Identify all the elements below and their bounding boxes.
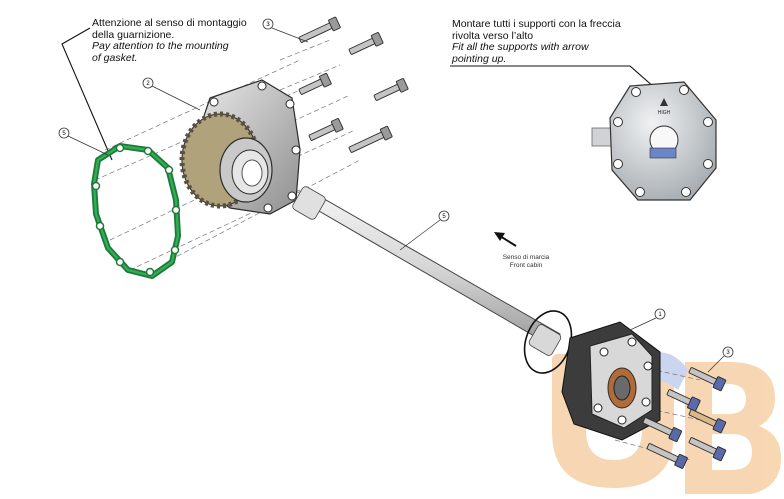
spline-right: [528, 324, 562, 356]
supports-note-it-line1: Montare tutti i supporti con la freccia: [452, 18, 621, 30]
bolt: [666, 389, 701, 412]
gasket-mounting-note: Attenzione al senso di montaggio della g…: [92, 17, 247, 64]
supports-mounting-note: Montare tutti i supporti con la freccia …: [452, 18, 621, 65]
bolts-bottom-group: [642, 367, 727, 469]
bolt: [348, 125, 393, 153]
callout-3-top: 3: [262, 18, 309, 43]
callout-2: 2: [142, 77, 201, 111]
bolt: [373, 78, 409, 101]
bolt: [688, 437, 727, 462]
gasket-note-en-line2: of gasket.: [92, 51, 138, 64]
direction-label: Senso di marcia Front cabin: [496, 254, 556, 270]
bolts-top-group: [298, 16, 409, 153]
flange-pump-part-1: [561, 321, 661, 441]
spline-left: [292, 186, 326, 220]
direction-arrow-icon: [494, 232, 517, 247]
bolt: [308, 118, 344, 141]
gasket-note-leader: [61, 27, 113, 161]
callout-1: 1: [629, 308, 666, 331]
gasket-note-en-line1: Pay attention to the mounting: [92, 40, 229, 52]
callout-4: 5: [58, 127, 109, 156]
bolt: [688, 409, 727, 434]
direction-label-it: Senso di marcia: [502, 254, 550, 261]
supports-note-leader: [450, 65, 656, 89]
gear-housing-part-2: [179, 79, 301, 215]
bolt: [298, 16, 341, 43]
support-detail-view: HIGH: [591, 81, 717, 201]
bolt: [298, 72, 332, 95]
callout-5-text: 5: [442, 214, 446, 220]
callout-3-top-text: 3: [266, 22, 270, 28]
callout-3-bottom-text: 3: [726, 350, 730, 356]
supports-note-it-line2: rivolta verso l’alto: [452, 29, 534, 42]
callout-3-bottom: 3: [707, 346, 734, 373]
supports-note-en-line2: pointing up.: [452, 52, 507, 65]
callout-bubbles: 5 2 3 5 1 3: [58, 18, 734, 373]
callout-4-text: 5: [62, 131, 66, 137]
gasket-note-it-line2: della guarnizione.: [92, 28, 175, 41]
bolt: [642, 417, 683, 443]
callout-1-text: 1: [658, 312, 662, 318]
detail-arrow-text: HIGH: [658, 110, 671, 116]
bolt: [348, 32, 384, 55]
callout-2-text: 2: [146, 81, 150, 87]
arrow-up-icon: [660, 98, 668, 106]
gasket-note-it-line1: Attenzione al senso di montaggio: [92, 17, 247, 29]
bolt: [688, 367, 727, 392]
bolt: [646, 443, 688, 469]
drive-shaft-part-5: [292, 186, 573, 374]
callout-5: 5: [399, 210, 450, 251]
gasket-part-4: [91, 143, 181, 279]
supports-note-en-line1: Fit all the supports with arrow: [452, 41, 589, 53]
direction-label-en: Front cabin: [509, 262, 543, 269]
leader-lines: [61, 27, 656, 161]
